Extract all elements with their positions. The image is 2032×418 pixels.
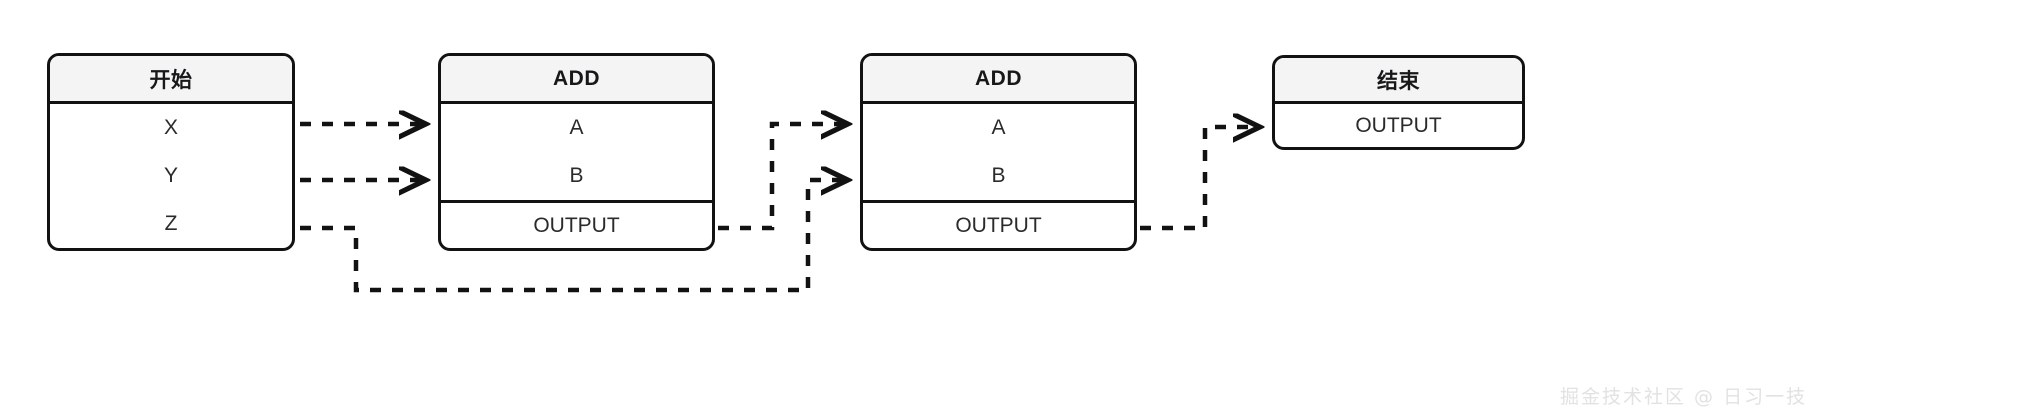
port-label-end-output: OUTPUT [1355, 113, 1442, 137]
port-label-add-1-a: A [569, 116, 584, 139]
node-end[interactable]: 结束 OUTPUT [1272, 55, 1525, 150]
port-row-add-1-a[interactable]: A [441, 104, 712, 152]
port-row-start-x[interactable]: X [50, 104, 292, 152]
node-add-1-title: ADD [553, 66, 600, 90]
port-label-start-y: Y [163, 164, 178, 187]
node-add-2-title: ADD [975, 66, 1022, 90]
node-end-title: 结束 [1377, 69, 1420, 93]
node-add-1-body: A B OUTPUT [441, 104, 712, 248]
node-start-title: 开始 [149, 68, 193, 92]
node-start-body: X Y Z [50, 104, 292, 248]
node-add-1[interactable]: ADD A B OUTPUT [438, 53, 715, 251]
node-add-2-body: A B OUTPUT [863, 104, 1134, 248]
node-start-header: 开始 [50, 56, 292, 104]
port-row-start-y[interactable]: Y [50, 152, 292, 200]
port-label-add-2-output: OUTPUT [955, 213, 1042, 237]
port-row-add-2-output[interactable]: OUTPUT [863, 200, 1134, 248]
port-label-add-1-b: B [569, 164, 584, 187]
port-label-add-2-a: A [991, 116, 1006, 139]
node-add-1-header: ADD [441, 56, 712, 104]
edge-add1-output-to-add2-a [718, 124, 846, 231]
edge-add2-output-to-end [1140, 127, 1258, 231]
node-start[interactable]: 开始 X Y Z [47, 53, 295, 251]
port-label-start-z: Z [164, 212, 178, 235]
port-row-add-2-b[interactable]: B [863, 152, 1134, 200]
port-row-add-2-a[interactable]: A [863, 104, 1134, 152]
port-label-add-2-b: B [991, 164, 1006, 187]
node-end-header: 结束 [1275, 58, 1522, 104]
port-row-add-1-b[interactable]: B [441, 152, 712, 200]
watermark: 掘金技术社区 @ 日习一技 [1560, 386, 1808, 408]
node-add-2-header: ADD [863, 56, 1134, 104]
port-label-start-x: X [163, 116, 178, 139]
node-end-body: OUTPUT [1275, 104, 1522, 147]
port-row-add-1-output[interactable]: OUTPUT [441, 200, 712, 248]
port-label-add-1-output: OUTPUT [533, 213, 620, 237]
port-row-end-output[interactable]: OUTPUT [1275, 104, 1522, 147]
port-row-start-z[interactable]: Z [50, 200, 292, 248]
node-add-2[interactable]: ADD A B OUTPUT [860, 53, 1137, 251]
